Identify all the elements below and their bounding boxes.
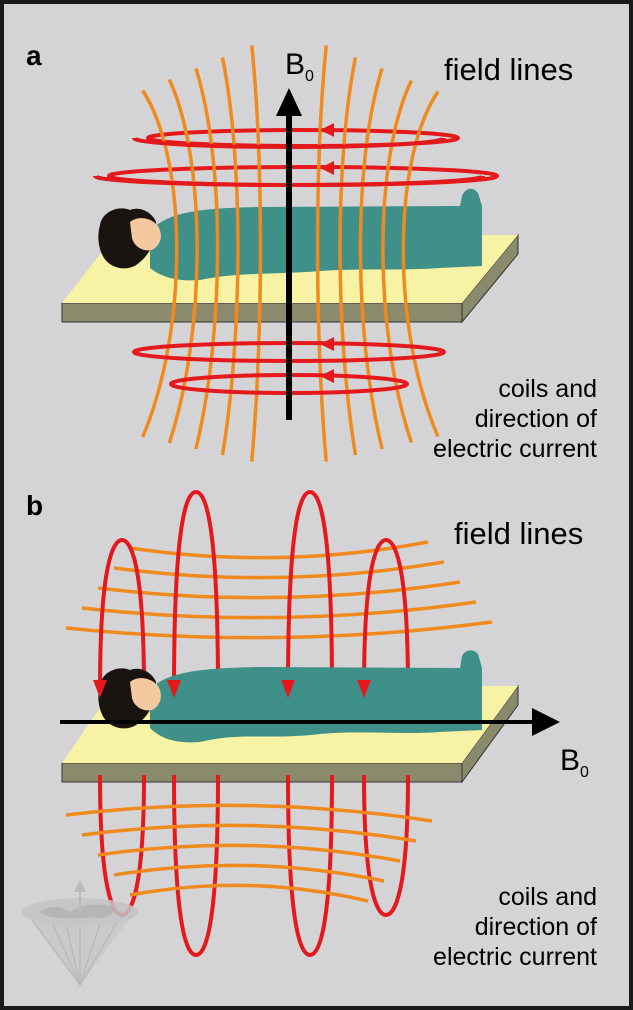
panel-b <box>60 489 560 958</box>
field-line <box>250 45 263 462</box>
coil-loop-bottom <box>362 774 410 918</box>
table-side <box>61 302 463 323</box>
current-arrow <box>357 680 371 698</box>
field-line <box>113 560 445 580</box>
field-line <box>194 67 220 450</box>
patient-b <box>98 650 482 743</box>
coil-loop-bottom <box>286 774 334 958</box>
field-line <box>315 45 328 462</box>
patient-face <box>130 678 161 711</box>
b0-arrowhead-b <box>532 708 560 736</box>
panel-label-b: b <box>26 490 44 521</box>
field-line <box>129 540 429 560</box>
coils-label-b: coils and direction of electric current <box>433 882 597 972</box>
current-arrow <box>167 680 181 698</box>
field-lines-label-a: field lines <box>444 52 574 87</box>
field-line <box>381 79 414 443</box>
coils-label-a: coils and direction of electric current <box>433 374 597 464</box>
coil-loop-top <box>362 537 410 691</box>
field-line <box>97 580 461 600</box>
field-line <box>81 600 477 620</box>
b-subscript: 0 <box>580 764 589 781</box>
field-line <box>338 57 358 456</box>
field-line <box>401 90 440 438</box>
b0-label-a: B0 <box>285 48 314 86</box>
current-direction-arrows-b <box>93 680 371 698</box>
coils-label-line: electric current <box>433 435 597 463</box>
field-line <box>141 89 179 438</box>
table-edge <box>461 233 519 324</box>
b-subscript: 0 <box>305 68 314 85</box>
current-arrow <box>320 161 334 175</box>
coil-loop-top <box>172 489 220 691</box>
panel-label-a: a <box>26 40 42 71</box>
coil-loop-top <box>286 489 334 691</box>
field-lines-a <box>141 45 440 462</box>
b0-label-b: B0 <box>560 744 589 782</box>
coils-label-line: direction of <box>474 913 597 941</box>
field-lines-label-b: field lines <box>454 516 584 551</box>
current-arrow <box>320 369 334 383</box>
coils-label-line: electric current <box>433 943 597 971</box>
field-line <box>65 620 493 640</box>
b-symbol: B <box>285 48 306 81</box>
field-line <box>358 67 384 450</box>
current-arrow <box>320 123 334 137</box>
field-lines-b-top <box>65 540 493 640</box>
current-arrow <box>281 680 295 698</box>
field-line <box>113 863 385 883</box>
coils-label-line: coils and <box>498 375 597 403</box>
field-line <box>81 823 417 843</box>
field-line <box>129 883 369 903</box>
field-lines-b-bottom <box>65 803 433 903</box>
panel-a <box>61 45 519 462</box>
field-line <box>65 803 433 823</box>
b-symbol: B <box>560 744 581 777</box>
patient-face <box>130 218 161 251</box>
coil-loop-top <box>98 537 146 691</box>
field-line <box>220 57 240 456</box>
coils-label-line: coils and <box>498 883 597 911</box>
coils-b-top <box>98 489 410 691</box>
field-line <box>167 78 199 444</box>
b0-arrowhead-a <box>276 88 302 116</box>
current-arrow <box>93 680 107 698</box>
globe-cone-logo-icon <box>22 880 138 986</box>
field-line <box>97 843 401 863</box>
coils-label-line: direction of <box>474 405 597 433</box>
patient-body <box>150 650 482 743</box>
table-side <box>61 762 463 783</box>
table-edge <box>461 684 519 784</box>
current-arrow <box>320 337 334 351</box>
